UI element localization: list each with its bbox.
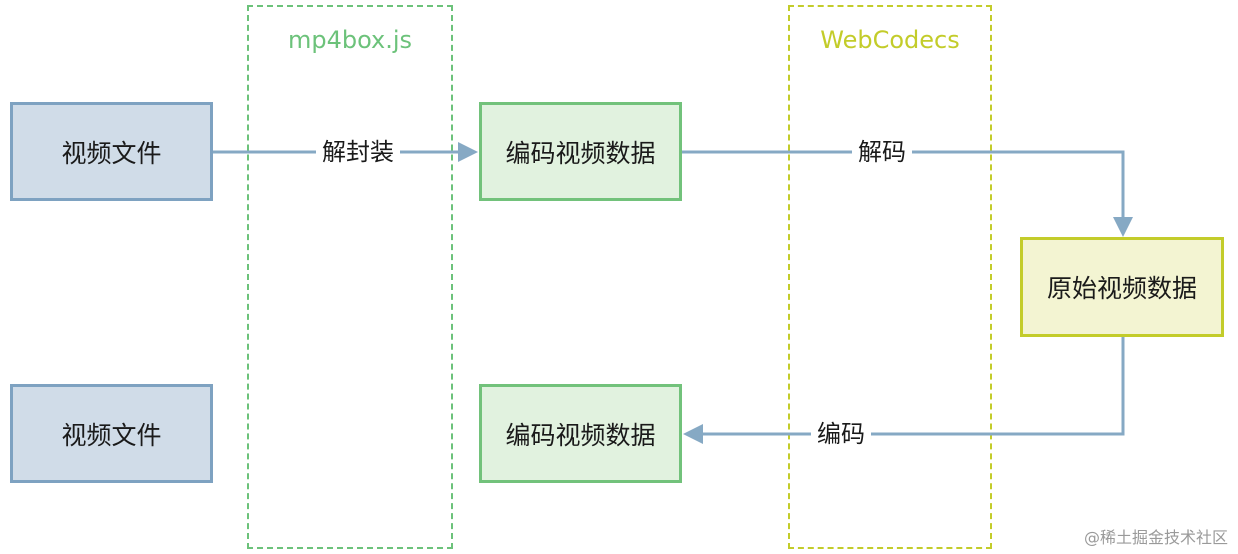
encode-arrow-line <box>698 337 1125 436</box>
decode-arrow-line <box>682 150 1125 222</box>
encoded-video-data-node-top: 编码视频数据 <box>479 102 682 201</box>
encode-label: 编码 <box>811 418 871 450</box>
raw-video-data-node: 原始视频数据 <box>1020 237 1224 337</box>
watermark: @稀土掘金技术社区 <box>1083 528 1228 547</box>
demux-label: 解封装 <box>316 136 400 168</box>
encoded-video-data-node-bottom: 编码视频数据 <box>479 384 682 483</box>
encode-arrowhead <box>683 424 703 444</box>
mp4box-zone-title: mp4box.js <box>287 26 413 54</box>
video-file-output-node: 视频文件 <box>10 384 213 483</box>
webcodecs-zone: WebCodecs <box>788 5 992 549</box>
webcodecs-zone-title: WebCodecs <box>820 26 960 54</box>
decode-label: 解码 <box>852 136 912 168</box>
decode-arrowhead <box>1113 217 1133 237</box>
mp4box-zone: mp4box.js <box>247 5 453 549</box>
video-file-source-node: 视频文件 <box>10 102 213 201</box>
demux-arrowhead <box>458 142 478 162</box>
